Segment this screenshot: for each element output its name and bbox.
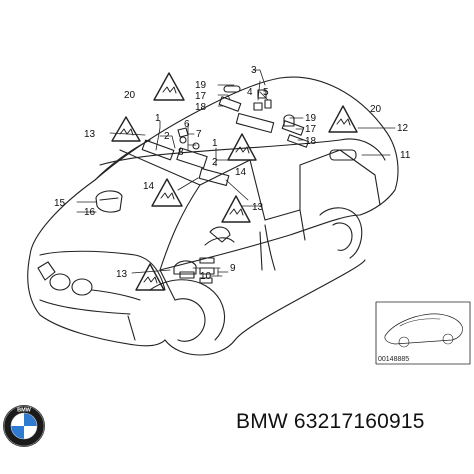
callout-17: 17	[305, 124, 317, 135]
callout-3: 3	[251, 65, 257, 76]
callout-15: 15	[54, 198, 66, 209]
callout-16: 16	[84, 207, 96, 218]
callout-5: 5	[263, 87, 269, 98]
callout-13: 13	[84, 129, 96, 140]
callout-4: 4	[247, 87, 253, 98]
callout-9: 9	[230, 263, 236, 274]
callout-17: 17	[195, 91, 207, 102]
callout-20: 20	[124, 90, 136, 101]
part-number: 63217160915	[293, 410, 425, 433]
callout-18: 18	[305, 136, 317, 147]
warning-triangle-icon	[221, 195, 251, 223]
callout-labels: 1 2 6 7 8 3 4 5 19 17 18 20 19 17 18 20 …	[54, 65, 411, 363]
callout-2: 2	[212, 157, 218, 168]
warning-triangle-icon	[153, 72, 185, 101]
brand-label: BMW	[236, 410, 288, 433]
callout-1: 1	[155, 113, 161, 124]
bmw-logo-icon: BMW	[3, 405, 45, 447]
warning-triangle-icon	[328, 105, 358, 133]
callout-11: 11	[400, 150, 411, 161]
callout-13: 13	[252, 202, 264, 213]
callout-10: 10	[200, 271, 212, 282]
callout-14: 14	[235, 167, 247, 178]
callout-13: 13	[116, 269, 128, 280]
part-15-16-lamp	[95, 190, 123, 213]
warning-triangle-icon	[151, 178, 183, 207]
callout-2: 2	[164, 131, 170, 142]
warning-triangle-icon	[135, 263, 165, 291]
callout-6: 6	[184, 119, 190, 130]
warning-triangle-icon	[111, 116, 141, 142]
svg-text:BMW: BMW	[17, 408, 32, 414]
callout-19: 19	[195, 80, 207, 91]
callout-20: 20	[370, 104, 382, 115]
inset-code: 00148885	[378, 356, 409, 363]
callout-14: 14	[143, 181, 155, 192]
inset-thumbnail	[375, 301, 471, 365]
warning-triangle-icon	[227, 133, 257, 161]
callout-18: 18	[195, 102, 207, 113]
parts-rear-upper	[218, 85, 357, 161]
callout-19: 19	[305, 113, 317, 124]
car-outline	[27, 76, 399, 356]
callout-1: 1	[212, 138, 218, 149]
callout-7: 7	[196, 129, 202, 140]
callout-8: 8	[178, 147, 184, 158]
callout-12: 12	[397, 123, 409, 134]
